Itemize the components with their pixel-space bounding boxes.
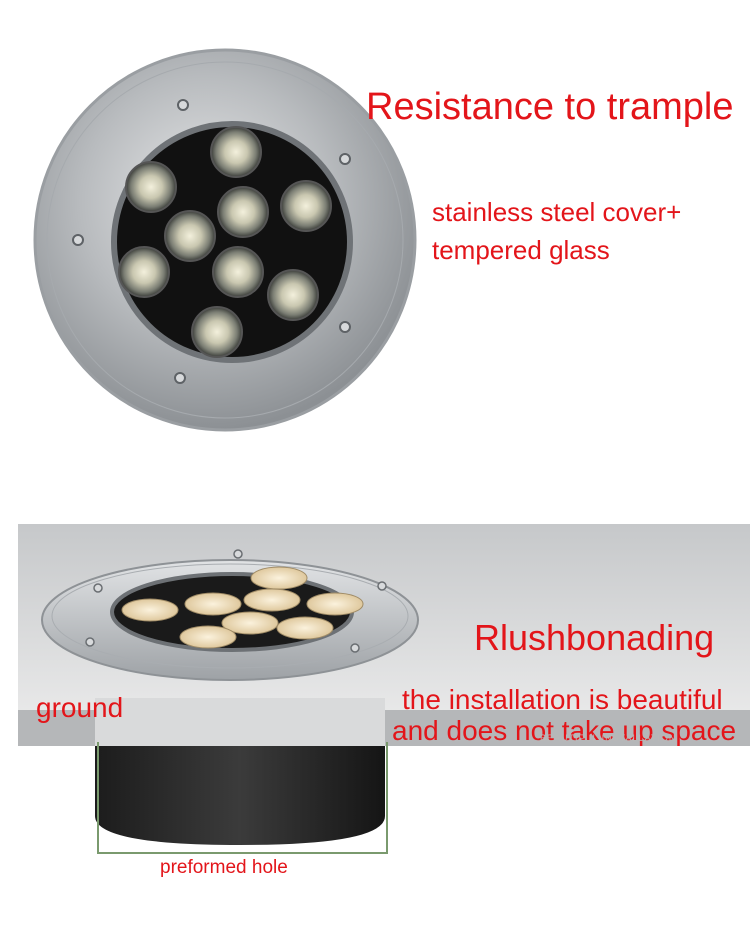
installation-line-2: and does not take up space [392,715,737,746]
material-line-2: tempered glass [432,235,610,265]
installation-line-1: the installation is beautiful [402,684,723,715]
watermark-text: BEAUTIFUL INSTALLATION [540,733,677,743]
resistance-heading: Resistance to trample [366,86,734,128]
material-line-1: stainless steel cover+ [432,197,682,227]
inground-light-installed-view [18,524,750,845]
ground-label: ground [36,692,124,723]
flush-mount-heading: Rlushbonading [474,617,715,658]
inground-light-top-view [33,48,417,432]
preformed-hole-label: preformed hole [160,857,288,878]
preformed-hole-bracket [97,742,388,854]
